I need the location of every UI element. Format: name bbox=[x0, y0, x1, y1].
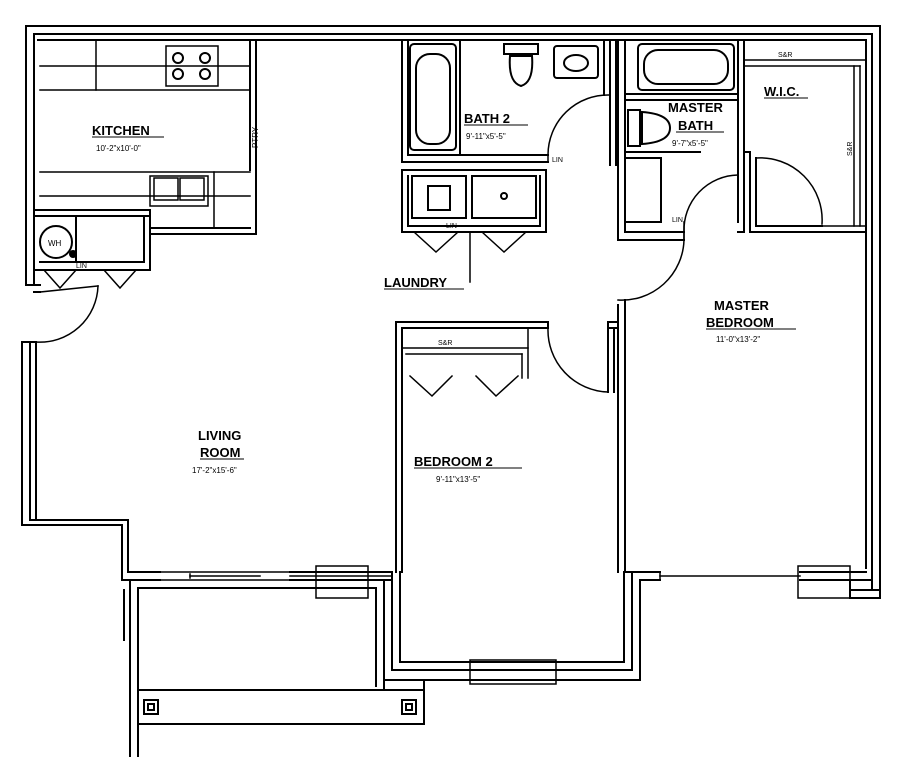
master-bedroom-label-2: BEDROOM bbox=[706, 315, 774, 330]
linen-label-wh: LIN bbox=[76, 263, 87, 270]
master-bedroom-label-1: MASTER bbox=[714, 298, 770, 313]
windows bbox=[159, 565, 851, 685]
shelf-rod-label-wic-top: S&R bbox=[778, 52, 792, 59]
shelf-rod-label-wic-side: S&R bbox=[847, 142, 854, 156]
kitchen-label: KITCHEN bbox=[92, 123, 150, 138]
annotation-labels: PTRY WH LIN LIN LIN LIN S&R S&R S&R bbox=[48, 52, 854, 347]
shelf-rod-label-bedroom2: S&R bbox=[438, 340, 452, 347]
laundry-appliances bbox=[411, 175, 537, 219]
bedroom2-label: BEDROOM 2 bbox=[414, 454, 493, 469]
master-bath-label-1: MASTER bbox=[668, 100, 724, 115]
bath2-label: BATH 2 bbox=[464, 111, 510, 126]
living-room-label-1: LIVING bbox=[198, 428, 241, 443]
living-room-label-2: ROOM bbox=[200, 445, 240, 460]
master-bath-label-2: BATH bbox=[678, 118, 713, 133]
linen-label-laundry: LIN bbox=[446, 223, 457, 230]
kitchen-dims: 10'-2"x10'-0" bbox=[96, 144, 141, 153]
kitchen-counters bbox=[39, 39, 251, 229]
exterior-walls bbox=[21, 25, 881, 681]
linen-label-bath2: LIN bbox=[552, 157, 563, 164]
balcony bbox=[123, 579, 425, 757]
master-bath-fixtures bbox=[624, 43, 735, 223]
wic-label: W.I.C. bbox=[764, 84, 799, 99]
stove-burners bbox=[172, 52, 211, 80]
room-labels: KITCHEN 10'-2"x10'-0" BATH 2 9'-11"x5'-5… bbox=[92, 84, 808, 484]
master-bedroom-dims: 11'-0"x13'-2" bbox=[716, 335, 760, 344]
doors bbox=[35, 94, 823, 398]
water-heater-label: WH bbox=[48, 239, 62, 248]
bedroom2-dims: 9'-11"x13'-5" bbox=[436, 475, 480, 484]
bath2-dims: 9'-11"x5'-5" bbox=[466, 132, 506, 141]
living-room-dims: 17'-2"x15'-6" bbox=[192, 466, 237, 475]
water-heater bbox=[39, 225, 77, 259]
bath2-fixtures bbox=[409, 39, 605, 156]
wic-shelving bbox=[743, 59, 867, 227]
linen-label-master: LIN bbox=[672, 217, 683, 224]
laundry-label: LAUNDRY bbox=[384, 275, 447, 290]
pantry-label: PTRY bbox=[251, 126, 260, 148]
master-bath-dims: 9'-7"x5'-5" bbox=[672, 139, 708, 148]
interior-walls bbox=[21, 39, 867, 573]
bedroom2-closet bbox=[401, 327, 529, 379]
